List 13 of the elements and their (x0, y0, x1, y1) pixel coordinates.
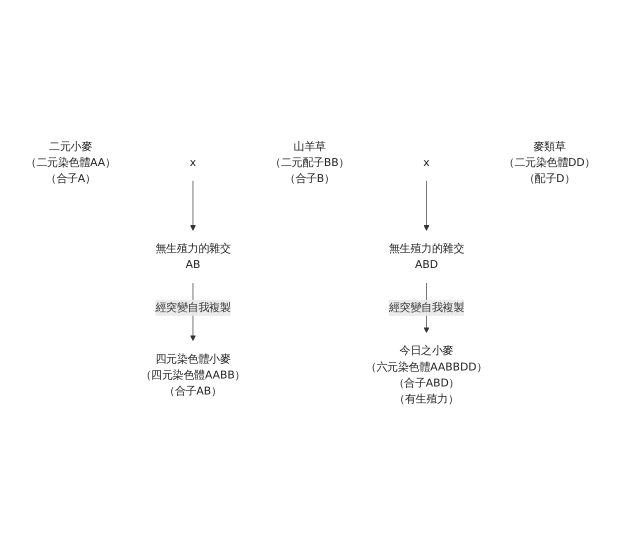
node-text: 無生殖力的雜交 AB (155, 242, 231, 271)
node-text: 無生殖力的雜交 ABD (388, 242, 464, 271)
arrow (190, 180, 196, 231)
node-text: 山羊草 （二元配子BB） （合子B） (270, 140, 350, 185)
arrow (424, 180, 430, 231)
node-text: x (190, 156, 196, 169)
node-text: 二元小麥 （二元染色體AA） （合子A） (26, 140, 116, 185)
edge-label: 經突變自我複製 (155, 301, 231, 314)
node-text: 今日之小麥 （六元染色體AABBDD） （合子ABD） （有生殖力） (366, 344, 488, 406)
node-text: 麥類草 （二元染色體DD） （配子D） (504, 140, 596, 185)
node-text: x (423, 156, 430, 169)
node-text: 四元染色體小麥 （四元染色體AABB） （合子AB） (140, 352, 246, 398)
edge-label: 經突變自我複製 (388, 301, 464, 314)
